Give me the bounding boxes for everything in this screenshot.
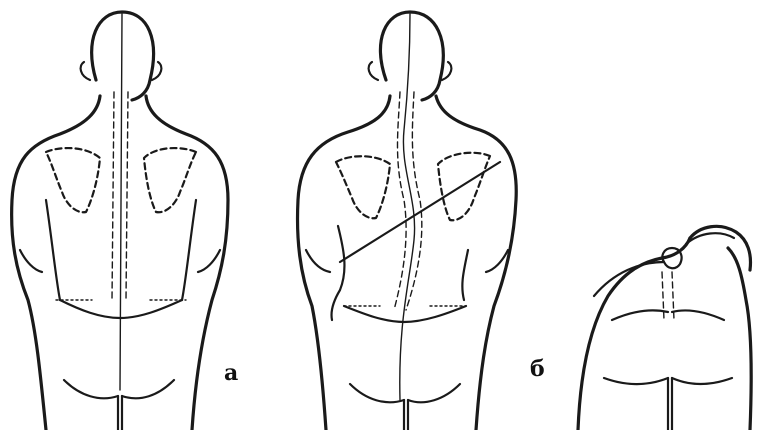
- figure-a-right-scapula: [144, 148, 196, 212]
- figure-a-normal-back: [12, 12, 228, 430]
- figure-b-right-scapula: [438, 153, 490, 221]
- figure-b-spine-curve: [400, 14, 415, 400]
- figure-a-spine-line: [120, 14, 122, 390]
- figure-c-forward-bend: [578, 226, 751, 430]
- figure-b-left-scapula: [336, 156, 390, 218]
- figure-b-head: [380, 12, 443, 100]
- figure-b-scoliosis-back: [298, 12, 517, 430]
- panel-label-b: б: [530, 356, 545, 382]
- figure-a-left-scapula: [46, 148, 100, 212]
- figure-a-left-outline: [12, 96, 100, 430]
- figure-c-spine: [662, 272, 664, 320]
- panel-label-a: а: [224, 360, 238, 386]
- figure-b-right-outline: [436, 96, 516, 430]
